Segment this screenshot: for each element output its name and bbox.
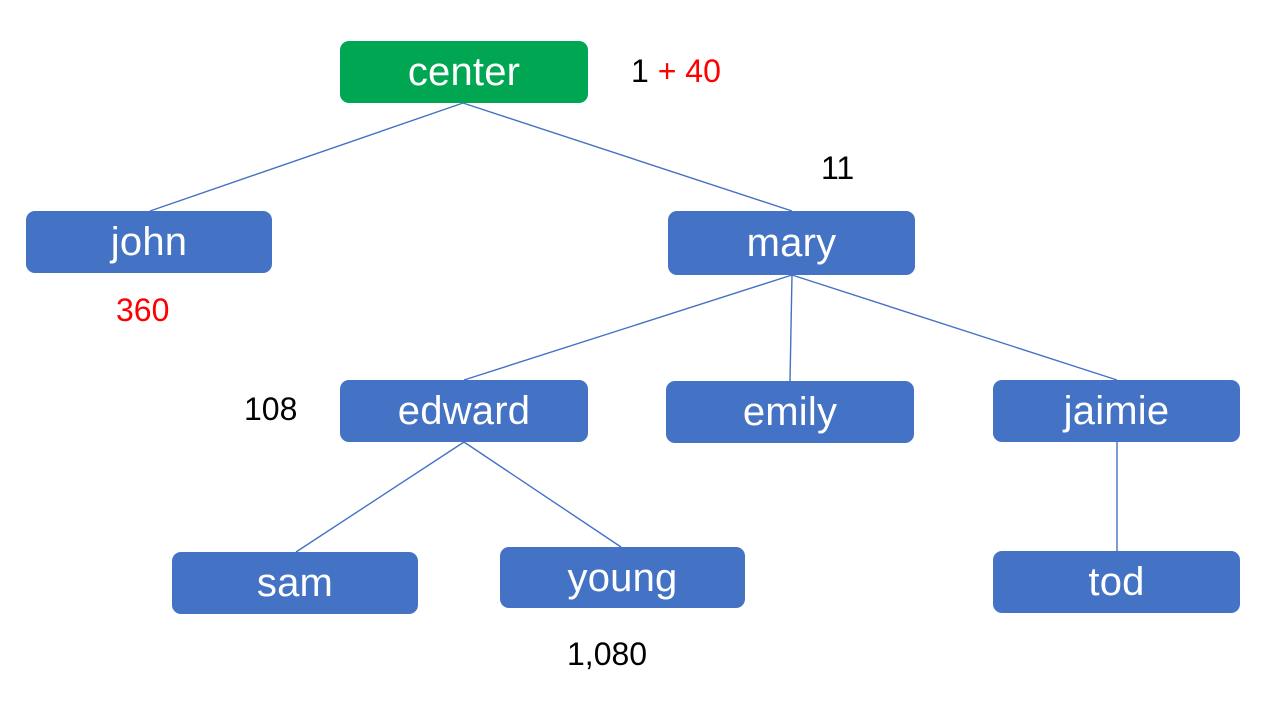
annotation-center-weight: 1 + 40 [631,55,721,87]
annotation-center-weight-part-2: + 40 [657,53,721,89]
tree-node-label-sam: sam [256,561,334,605]
annotation-young-weight: 1,080 [567,638,647,670]
annotation-john-weight-part-0: 360 [116,292,170,328]
tree-node-tod[interactable]: tod [993,551,1240,613]
annotation-edward-weight-part-0: 108 [244,391,298,427]
annotation-center-weight-part-0: 1 [631,53,649,89]
tree-node-sam[interactable]: sam [172,552,418,614]
tree-node-label-edward: edward [397,389,531,433]
tree-edge-mary-emily [789,274,793,382]
annotation-edward-weight: 108 [244,393,297,425]
tree-node-label-mary: mary [746,221,837,265]
tree-node-label-young: young [567,555,678,600]
annotation-mary-weight-part-0: 11 [821,150,855,186]
tree-edge-mary-edward [463,274,793,381]
tree-node-center[interactable]: center [340,41,588,103]
tree-node-label-emily: emily [742,390,838,434]
tree-node-label-jaimie: jaimie [1063,389,1170,433]
tree-node-emily[interactable]: emily [666,381,914,443]
tree-edge-edward-sam [295,441,465,553]
annotation-young-weight-part-0: 1,080 [567,636,648,672]
tree-edge-center-mary [462,102,793,212]
tree-node-edward[interactable]: edward [340,380,588,442]
tree-node-young[interactable]: young [500,547,745,608]
annotation-mary-weight: 11 [821,152,854,184]
tree-node-label-center: center [407,50,521,94]
tree-node-john[interactable]: john [26,211,272,273]
annotation-john-weight: 360 [116,294,169,326]
tree-edge-center-john [149,102,464,212]
tree-node-mary[interactable]: mary [668,211,915,275]
tree-node-jaimie[interactable]: jaimie [993,380,1240,442]
tree-node-label-john: john [110,220,188,264]
tree-edge-edward-young [463,441,622,548]
tree-node-label-tod: tod [1088,560,1145,604]
annotation-center-weight-part-1 [649,53,658,89]
tree-edge-mary-jaimie [791,274,1118,381]
